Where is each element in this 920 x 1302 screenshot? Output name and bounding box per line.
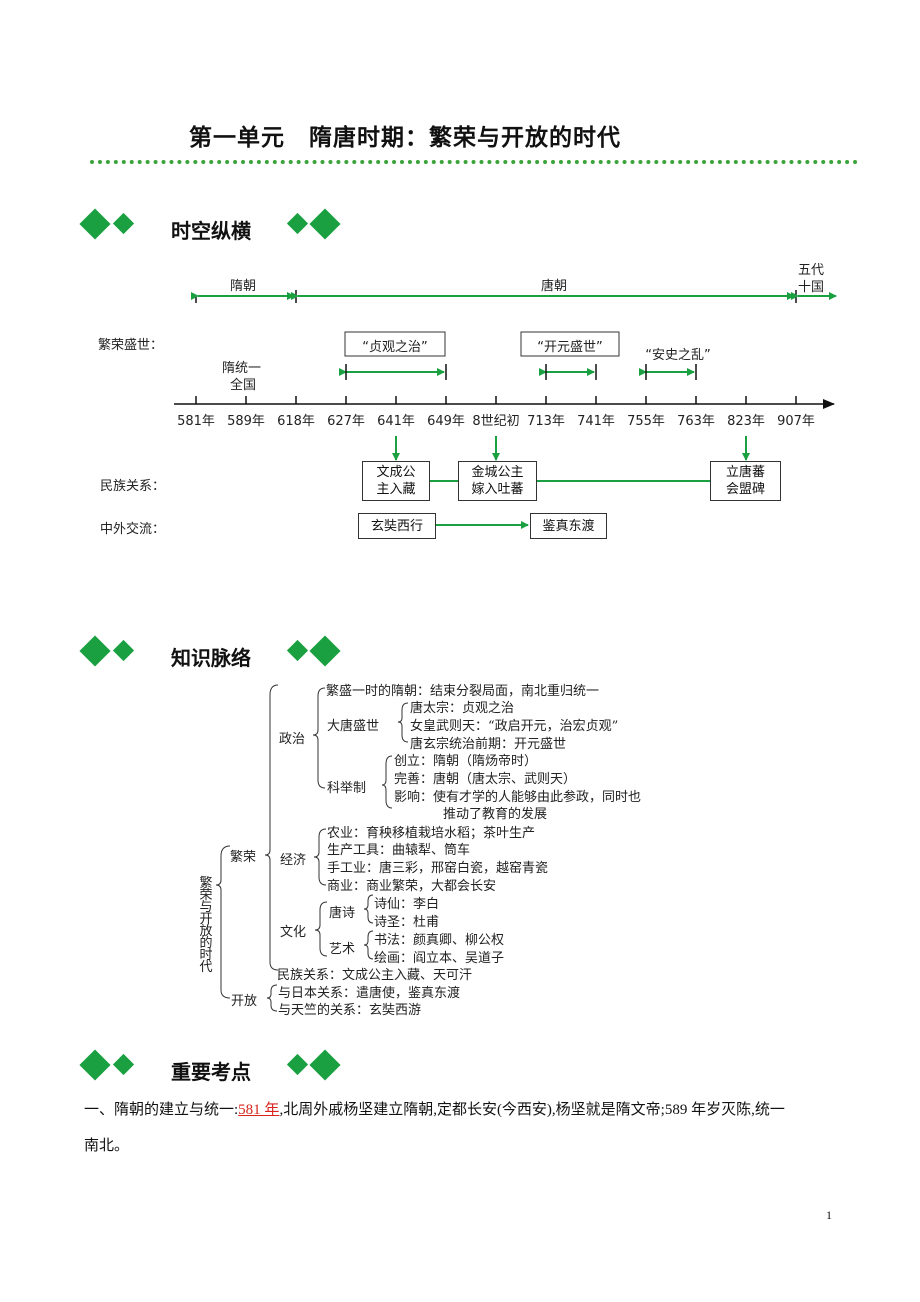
- tree-leaf: 诗圣：杜甫: [374, 915, 440, 930]
- tree-node-fanrong: 繁荣: [230, 850, 257, 865]
- page-number: 1: [826, 1208, 832, 1222]
- tree-leaf: 绘画：阎立本、吴道子: [374, 951, 505, 966]
- event-box-xuanzang: 玄奘西行: [358, 513, 436, 539]
- sui-unify-line2: 全国: [230, 378, 257, 393]
- diamond-icon: [112, 212, 135, 235]
- period-sui: 隋朝: [230, 279, 257, 294]
- row-label-exchange: 中外交流：: [100, 522, 166, 537]
- tree-node-datang: 大唐盛世: [327, 719, 380, 734]
- tree-leaf: 与日本关系：遣唐使，鉴真东渡: [278, 986, 461, 1001]
- diamond-icon: [79, 208, 111, 240]
- tree-root-char: 荣: [199, 888, 213, 903]
- row-label-prosperity: 繁荣盛世：: [98, 338, 164, 353]
- year-label: 823年: [727, 414, 765, 429]
- tree-leaf: 手工业：唐三彩，邢窑白瓷，越窑青瓷: [327, 861, 549, 876]
- tree-node-tangshi: 唐诗: [329, 906, 356, 921]
- tree-leaf: 民族关系：文成公主入藏、天可汗: [277, 968, 473, 983]
- tree-leaf: 女皇武则天：“政启开元，治宏贞观”: [410, 719, 619, 734]
- kaodian-text-end: 南北。: [84, 1138, 130, 1154]
- kaodian-paragraph: 一、隋朝的建立与统一:581 年,北周外戚杨坚建立隋朝,定都长安(今西安),杨坚…: [84, 1092, 844, 1164]
- event-box-huimengbei: 立唐蕃会盟碑: [710, 461, 781, 501]
- diamond-icon: [309, 635, 341, 667]
- event-text: 立唐蕃: [725, 465, 765, 480]
- year-label: 8世纪初: [472, 414, 520, 429]
- tree-leaf: 唐太宗：贞观之治: [410, 701, 515, 716]
- tree-node-yishu: 艺术: [329, 942, 356, 957]
- tree-leaf: 商业：商业繁荣，大都会长安: [327, 879, 497, 894]
- tree-leaf: 推动了教育的发展: [443, 807, 548, 822]
- diamond-icon: [112, 639, 135, 662]
- diamond-icon: [112, 1053, 135, 1076]
- section-title: 重要考点: [171, 1060, 251, 1084]
- period-wudai: 五代: [798, 263, 825, 278]
- page-title: 第一单元 隋唐时期：繁荣与开放的时代: [189, 125, 621, 151]
- knowledge-tree-braces: [215, 684, 409, 1012]
- tree-root-char: 与: [199, 900, 213, 915]
- tree-leaf: 书法：颜真卿、柳公权: [374, 933, 505, 948]
- diamond-icon: [79, 635, 111, 667]
- event-text: 文成公: [376, 465, 416, 480]
- tree-leaf: 创立：隋朝（隋炀帝时）: [394, 754, 538, 769]
- year-label: 713年: [527, 414, 565, 429]
- era-zhenguan: “贞观之治”: [362, 340, 428, 355]
- tree-root-char: 开: [199, 912, 213, 927]
- year-label: 907年: [777, 414, 815, 429]
- year-label: 763年: [677, 414, 715, 429]
- tree-root-char: 放: [199, 924, 213, 939]
- event-text: 会盟碑: [725, 482, 765, 497]
- event-box-wencheng: 文成公主入藏: [362, 461, 430, 501]
- period-tang: 唐朝: [541, 279, 568, 294]
- diamond-icon: [309, 1049, 341, 1081]
- diamond-icon: [309, 208, 341, 240]
- diamond-icon: [286, 212, 309, 235]
- year-label: 618年: [277, 414, 315, 429]
- kaodian-text: ,北周外戚杨坚建立隋朝,定都长安(今西安),杨坚就是隋文帝;589 年岁灭陈,统…: [279, 1102, 785, 1118]
- tree-leaf: 繁盛一时的隋朝：结束分裂局面，南北重归统一: [326, 684, 600, 699]
- year-label: 649年: [427, 414, 465, 429]
- tree-leaf: 唐玄宗统治前期：开元盛世: [410, 737, 567, 752]
- tree-node-zhengzhi: 政治: [279, 732, 306, 747]
- event-text: 嫁入吐蕃: [471, 482, 524, 497]
- year-label: 641年: [377, 414, 415, 429]
- event-text: 金城公主: [471, 465, 524, 480]
- event-box-jincheng: 金城公主嫁入吐蕃: [458, 461, 537, 501]
- tree-node-wenhua: 文化: [280, 925, 307, 940]
- year-label: 627年: [327, 414, 365, 429]
- year-label: 581年: [177, 414, 215, 429]
- year-label: 741年: [577, 414, 615, 429]
- kaodian-prefix: 一、隋朝的建立与统一:: [84, 1102, 239, 1118]
- tree-root-char: 的: [199, 936, 213, 951]
- year-label: 755年: [627, 414, 665, 429]
- section-title: 时空纵横: [171, 219, 251, 243]
- diamond-icon: [286, 639, 309, 662]
- row-label-ethnic: 民族关系：: [100, 479, 166, 494]
- period-shiguo: 十国: [798, 280, 825, 295]
- section-title: 知识脉络: [171, 646, 251, 670]
- tree-root: 繁 荣 与 开 放 的 时 代: [198, 876, 214, 975]
- tree-node-jingji: 经济: [280, 853, 307, 868]
- tree-root-char: 时: [199, 948, 213, 963]
- diamond-icon: [79, 1049, 111, 1081]
- tree-node-kaifang: 开放: [231, 994, 258, 1009]
- tree-leaf: 与天竺的关系：玄奘西游: [278, 1003, 422, 1018]
- tree-leaf: 农业：育秧移植栽培水稻；茶叶生产: [327, 826, 536, 841]
- sui-unify-line1: 隋统一: [222, 361, 262, 376]
- tree-root-char: 代: [199, 960, 213, 975]
- year-label: 589年: [227, 414, 265, 429]
- timeline-diagram: [174, 290, 837, 529]
- tree-leaf: 诗仙：李白: [374, 897, 440, 912]
- event-text: 主入藏: [376, 482, 416, 497]
- tree-node-keju: 科举制: [327, 781, 367, 796]
- tree-leaf: 生产工具：曲辕犁、筒车: [327, 843, 471, 858]
- tree-root-char: 繁: [199, 876, 213, 891]
- era-kaiyuan: “开元盛世”: [537, 340, 603, 355]
- diamond-icon: [286, 1053, 309, 1076]
- event-box-jianzhen: 鉴真东渡: [530, 513, 607, 539]
- era-anshi: “安史之乱”: [645, 348, 711, 363]
- kaodian-year-highlight: 581 年: [238, 1102, 280, 1118]
- title-divider: [90, 160, 858, 164]
- tree-leaf: 影响：使有才学的人能够由此参政，同时也: [394, 790, 642, 805]
- tree-leaf: 完善：唐朝（唐太宗、武则天）: [394, 772, 577, 787]
